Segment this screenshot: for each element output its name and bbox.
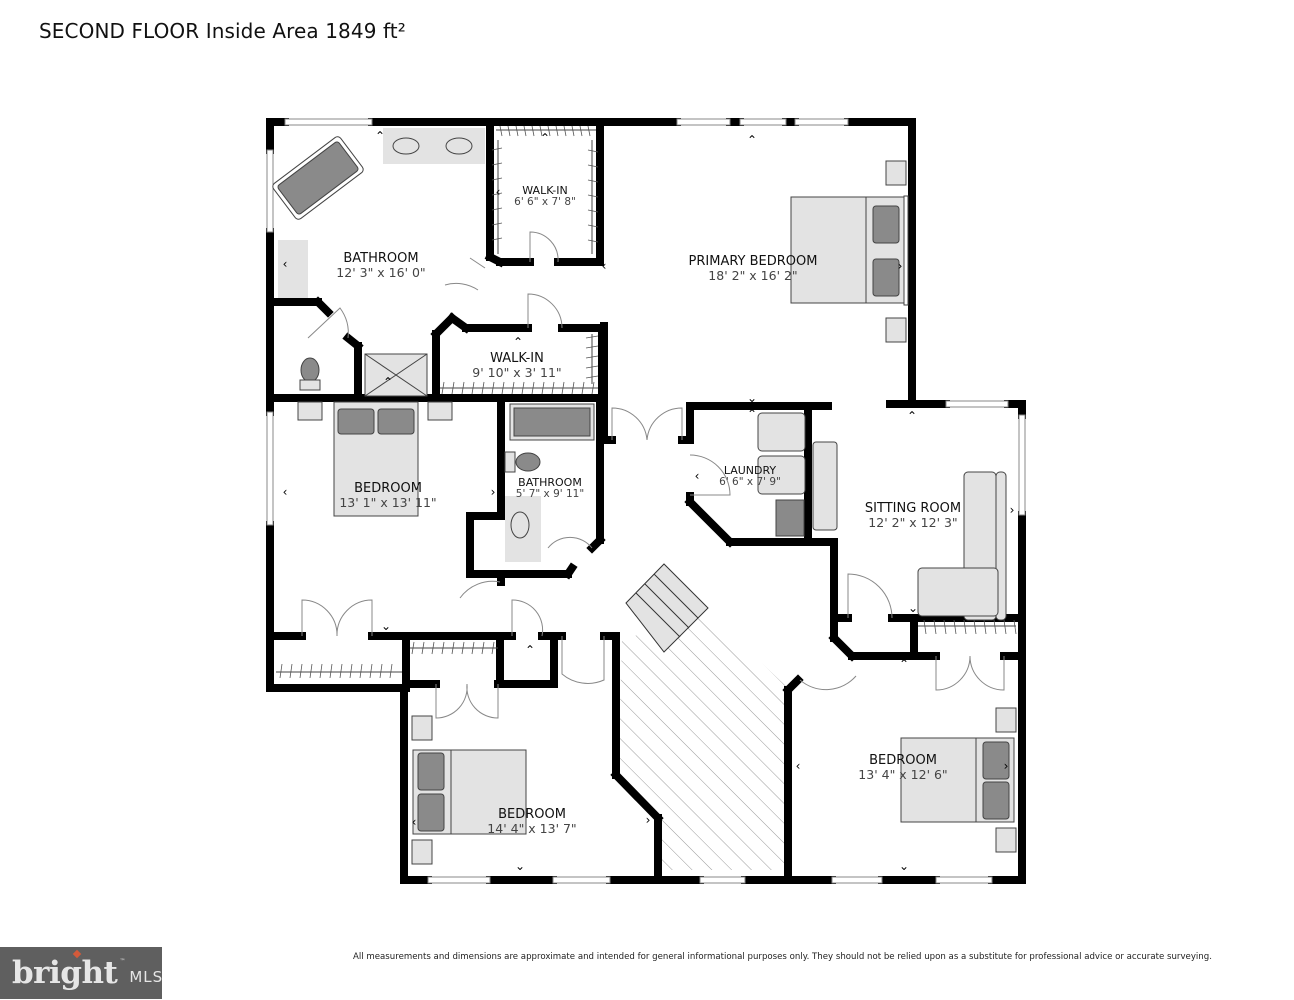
svg-text:‹: ‹ bbox=[283, 485, 288, 499]
room-dimensions: 9' 10" x 3' 11" bbox=[472, 364, 562, 380]
room-name: LAUNDRY bbox=[723, 464, 777, 477]
room-name: PRIMARY BEDROOM bbox=[688, 254, 818, 269]
tv-console-icon bbox=[812, 441, 838, 531]
svg-text:›: › bbox=[1004, 759, 1009, 773]
svg-text:⌄: ⌄ bbox=[515, 859, 525, 873]
dryer-icon bbox=[757, 412, 806, 452]
sectional-sofa-icon bbox=[917, 471, 1007, 621]
sink-icon bbox=[392, 137, 420, 155]
open-to-below-hatch bbox=[618, 612, 790, 870]
nightstand-icon bbox=[995, 827, 1017, 853]
sink-icon bbox=[445, 137, 473, 155]
windows bbox=[266, 118, 1026, 884]
svg-text:⌃: ⌃ bbox=[375, 129, 385, 143]
staircase bbox=[625, 563, 709, 653]
room-label-sitting-room: SITTING ROOM 12' 2" x 12' 3" bbox=[865, 502, 961, 529]
svg-text:‹: ‹ bbox=[695, 469, 700, 483]
bright-mls-logo: bright ™ MLS bbox=[0, 947, 162, 999]
nightstand-icon bbox=[427, 401, 453, 421]
svg-text:⌃: ⌃ bbox=[899, 657, 909, 671]
room-dimensions: 13' 4" x 12' 6" bbox=[858, 766, 948, 782]
room-label-primary-bedroom: PRIMARY BEDROOM 18' 2" x 16' 2" bbox=[689, 255, 818, 282]
room-label-bathroom-primary: BATHROOM 12' 3" x 16' 0" bbox=[336, 252, 425, 279]
closet-rods bbox=[276, 129, 1016, 673]
nightstand-icon bbox=[411, 715, 433, 741]
closet-hangers bbox=[279, 125, 1017, 679]
room-name: WALK-IN bbox=[490, 351, 544, 366]
fixtures bbox=[272, 128, 1017, 865]
svg-text:⌃: ⌃ bbox=[540, 131, 550, 145]
room-label-bedroom-3: BEDROOM 13' 4" x 12' 6" bbox=[858, 754, 947, 781]
svg-text:‹: ‹ bbox=[796, 759, 801, 773]
room-dimensions: 14' 4" x 13' 7" bbox=[487, 820, 577, 836]
logo-trademark: ™ bbox=[119, 957, 126, 965]
room-label-walk-in-2: WALK-IN 9' 10" x 3' 11" bbox=[472, 352, 561, 379]
room-name: WALK-IN bbox=[522, 184, 568, 197]
room-name: BATHROOM bbox=[343, 251, 419, 266]
bed-icon bbox=[790, 195, 909, 306]
room-name: BATHROOM bbox=[518, 476, 582, 489]
svg-text:›: › bbox=[646, 813, 651, 827]
bed-icon bbox=[333, 401, 419, 517]
svg-text:›: › bbox=[1010, 503, 1015, 517]
logo-suffix: MLS bbox=[129, 968, 164, 986]
room-label-bedroom-2: BEDROOM 14' 4" x 13' 7" bbox=[487, 808, 576, 835]
nightstand-icon bbox=[411, 839, 433, 865]
washer-icon bbox=[757, 455, 806, 495]
nightstand-icon bbox=[885, 160, 907, 186]
room-label-laundry: LAUNDRY 6' 6" x 7' 9" bbox=[719, 465, 781, 488]
bathtub-icon bbox=[272, 136, 364, 220]
shower-icon bbox=[364, 353, 428, 397]
viewpoint-arrows: ⌃ ⌃ ⌃ ‹ ‹ › ‹ › ⌃ ⌄ ⌃ ⌃ ‹ › ‹ ⌃ ⌄ ⌄ ⌃ ⌄ ⌃ ‹ ⌄ ⌄ ‹ › › › bbox=[283, 129, 1015, 873]
room-name: BEDROOM bbox=[498, 807, 566, 822]
svg-text:⌄: ⌄ bbox=[908, 601, 918, 615]
room-dimensions: 12' 3" x 16' 0" bbox=[336, 264, 426, 280]
room-name: BEDROOM bbox=[354, 481, 422, 496]
room-label-bathroom-2: BATHROOM 5' 7" x 9' 11" bbox=[516, 477, 584, 500]
toilet-icon bbox=[515, 452, 541, 472]
svg-text:⌃: ⌃ bbox=[513, 335, 523, 349]
room-label-walk-in-1: WALK-IN 6' 6" x 7' 8" bbox=[514, 185, 576, 208]
toilet-icon bbox=[300, 357, 320, 383]
floor-title: SECOND FLOOR Inside Area 1849 ft² bbox=[39, 19, 406, 43]
nightstand-icon bbox=[885, 317, 907, 343]
svg-text:⌃: ⌃ bbox=[383, 375, 393, 389]
room-name: BEDROOM bbox=[869, 753, 937, 768]
bed-icon bbox=[900, 737, 1015, 823]
room-label-bedroom-1: BEDROOM 13' 1" x 13' 11" bbox=[339, 482, 436, 509]
svg-text:›: › bbox=[898, 259, 903, 273]
room-dimensions: 5' 7" x 9' 11" bbox=[515, 487, 585, 500]
nightstand-icon bbox=[297, 401, 323, 421]
svg-text:⌃: ⌃ bbox=[747, 133, 757, 147]
svg-text:⌄: ⌄ bbox=[747, 391, 757, 405]
room-dimensions: 13' 1" x 13' 11" bbox=[339, 494, 437, 510]
svg-text:‹: ‹ bbox=[496, 185, 501, 199]
svg-text:⌃: ⌃ bbox=[747, 407, 757, 421]
sink-icon bbox=[510, 511, 530, 539]
utility-sink-icon bbox=[775, 499, 805, 537]
nightstand-icon bbox=[995, 707, 1017, 733]
room-dimensions: 6' 6" x 7' 8" bbox=[514, 195, 576, 208]
svg-text:›: › bbox=[491, 485, 496, 499]
svg-text:⌄: ⌄ bbox=[899, 859, 909, 873]
svg-text:⌃: ⌃ bbox=[525, 643, 535, 657]
svg-text:‹: ‹ bbox=[602, 259, 607, 273]
logo-wordmark: bright bbox=[12, 955, 118, 991]
walls bbox=[266, 118, 1026, 884]
svg-text:⌄: ⌄ bbox=[381, 619, 391, 633]
disclaimer-text: All measurements and dimensions are appr… bbox=[353, 952, 1212, 962]
svg-text:‹: ‹ bbox=[283, 257, 288, 271]
room-dimensions: 6' 6" x 7' 9" bbox=[719, 475, 781, 488]
svg-text:‹: ‹ bbox=[412, 815, 417, 829]
svg-text:›: › bbox=[598, 185, 603, 199]
room-dimensions: 18' 2" x 16' 2" bbox=[708, 267, 798, 283]
door-swings bbox=[301, 231, 1005, 719]
bed-icon bbox=[412, 749, 527, 835]
room-dimensions: 12' 2" x 12' 3" bbox=[868, 514, 958, 530]
svg-text:⌄: ⌄ bbox=[513, 389, 523, 403]
svg-text:⌃: ⌃ bbox=[907, 409, 917, 423]
room-name: SITTING ROOM bbox=[864, 501, 962, 516]
